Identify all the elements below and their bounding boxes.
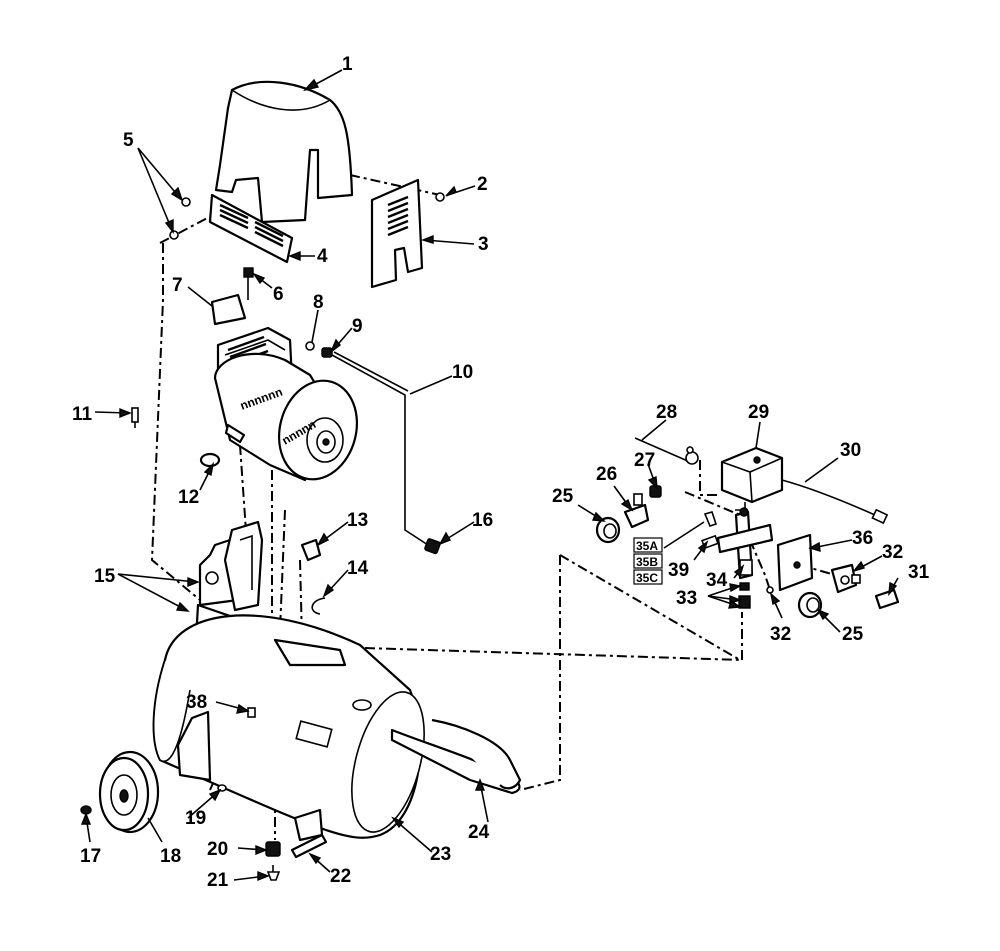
callout-20: 20 bbox=[207, 839, 228, 860]
part-handle bbox=[390, 718, 522, 795]
callout-3: 3 bbox=[478, 234, 489, 255]
callout-33: 33 bbox=[676, 588, 697, 609]
part-wheel bbox=[98, 750, 160, 834]
part-elbow-13 bbox=[300, 538, 322, 562]
callout-1: 1 bbox=[342, 54, 353, 75]
part-fittings-8-9 bbox=[305, 341, 333, 358]
part-fitting-27 bbox=[649, 485, 662, 498]
callout-8: 8 bbox=[313, 292, 324, 313]
callout-9: 9 bbox=[352, 316, 363, 337]
callout-4: 4 bbox=[317, 246, 328, 267]
callout-38: 38 bbox=[186, 692, 207, 713]
part-tank-feet bbox=[176, 710, 324, 842]
part-shroud bbox=[214, 80, 354, 224]
part-safety-valve-31 bbox=[874, 588, 900, 610]
part-fitting-32-small bbox=[766, 586, 774, 594]
part-rear-vent-panel bbox=[370, 178, 424, 289]
callout-2: 2 bbox=[477, 174, 488, 195]
callout-28: 28 bbox=[656, 402, 677, 423]
callout-labels: 1 2 3 4 5 6 7 8 9 10 11 12 13 14 15 16 1… bbox=[72, 54, 930, 891]
callout-34: 34 bbox=[706, 570, 728, 591]
part-tube bbox=[331, 351, 429, 546]
callout-39: 39 bbox=[668, 560, 689, 581]
part-bolt-11 bbox=[131, 407, 139, 428]
callout-19: 19 bbox=[185, 808, 206, 829]
part-tank bbox=[152, 614, 425, 839]
part-gauge-25-right bbox=[797, 591, 823, 619]
callout-27: 27 bbox=[634, 450, 655, 471]
callout-36: 36 bbox=[852, 528, 873, 549]
part-screws bbox=[169, 197, 191, 240]
leader-lines bbox=[80, 69, 899, 882]
part-motor-pump: nnnnnn nnnnn bbox=[213, 326, 359, 482]
part-gauge-25-left bbox=[595, 516, 621, 544]
part-manifold-34 bbox=[716, 507, 774, 580]
callout-7: 7 bbox=[172, 275, 183, 296]
part-unloader-tube-28 bbox=[634, 437, 699, 465]
part-front-vent-panel bbox=[208, 193, 294, 264]
part-nut-16 bbox=[424, 538, 441, 555]
callout-31: 31 bbox=[908, 562, 930, 583]
variant-labels-35: 35A 35B 35C bbox=[633, 537, 663, 585]
part-check-valve-32 bbox=[830, 563, 861, 594]
part-bracket-36 bbox=[776, 533, 814, 592]
part-bracket bbox=[210, 267, 254, 326]
callout-25-right: 25 bbox=[842, 624, 864, 645]
callout-29: 29 bbox=[748, 402, 769, 423]
variant-35c: 35C bbox=[636, 571, 658, 585]
part-pressure-switch-29 bbox=[720, 446, 784, 511]
callout-13: 13 bbox=[347, 510, 368, 531]
variant-35a: 35A bbox=[636, 539, 658, 553]
part-drain bbox=[265, 841, 281, 881]
callout-12: 12 bbox=[178, 487, 199, 508]
part-power-cord-30 bbox=[781, 479, 889, 525]
callout-21: 21 bbox=[207, 870, 229, 891]
part-screw-2 bbox=[435, 192, 445, 202]
callout-18: 18 bbox=[160, 846, 181, 867]
variant-35b: 35B bbox=[636, 555, 658, 569]
part-tee-26 bbox=[623, 493, 650, 529]
callout-5: 5 bbox=[123, 130, 134, 151]
callout-32-right: 32 bbox=[882, 542, 903, 563]
callout-14: 14 bbox=[347, 558, 369, 579]
part-foot-12 bbox=[199, 452, 221, 468]
callout-11: 11 bbox=[72, 404, 93, 425]
callout-17: 17 bbox=[80, 846, 101, 867]
callout-23: 23 bbox=[430, 844, 451, 865]
callout-22: 22 bbox=[330, 866, 351, 887]
part-fittings-33 bbox=[738, 582, 751, 609]
callout-30: 30 bbox=[840, 440, 861, 461]
callout-6: 6 bbox=[273, 284, 284, 305]
part-fitting-39 bbox=[701, 511, 719, 550]
callout-24: 24 bbox=[468, 822, 490, 843]
callout-32-lower: 32 bbox=[770, 624, 791, 645]
part-plug-38 bbox=[247, 707, 256, 718]
part-rubber-strip bbox=[290, 833, 328, 859]
callout-10: 10 bbox=[452, 362, 473, 383]
part-clip-14 bbox=[311, 597, 326, 615]
callout-25-left: 25 bbox=[552, 486, 574, 507]
callout-15: 15 bbox=[94, 566, 116, 587]
callout-26: 26 bbox=[596, 464, 617, 485]
callout-16: 16 bbox=[472, 510, 493, 531]
